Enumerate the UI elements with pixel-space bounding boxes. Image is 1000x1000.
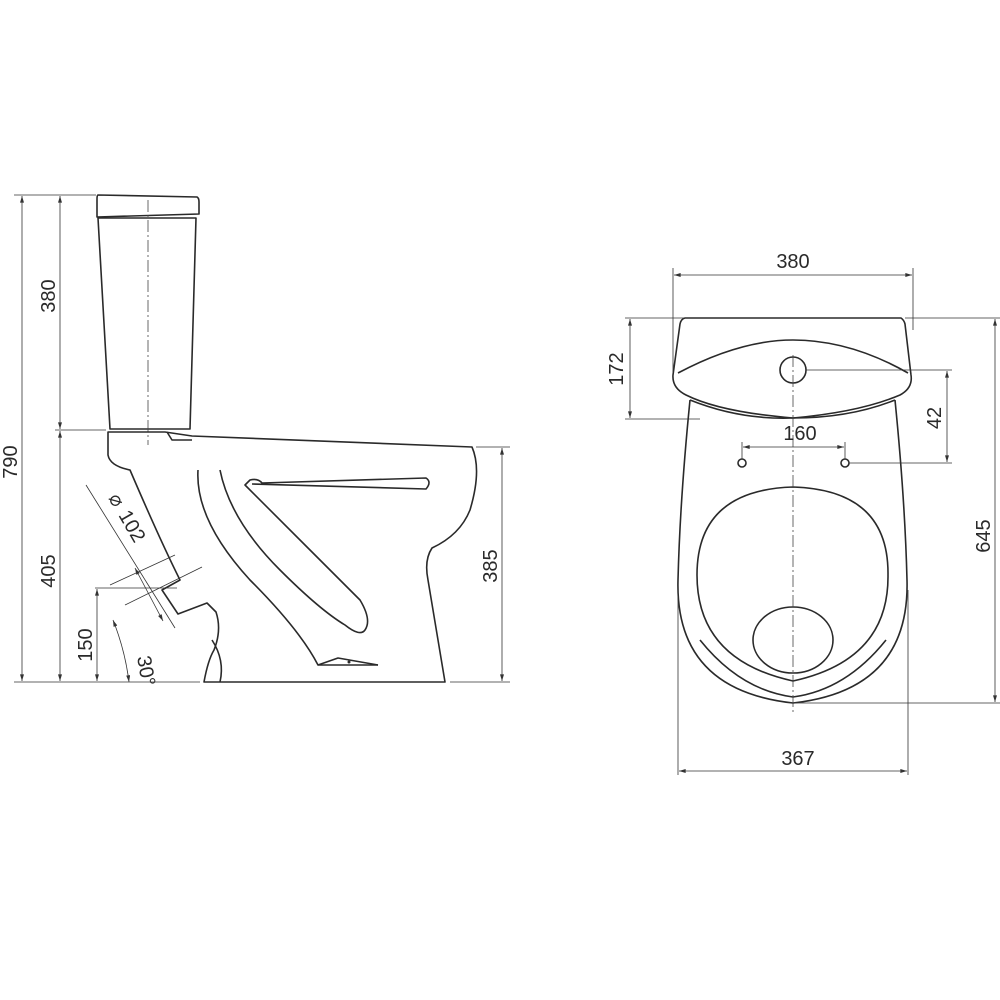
svg-text:367: 367 [781,748,814,770]
side-view: ⌀ 102 30° 790 380 405 150 385 [0,194,510,688]
svg-text:160: 160 [783,423,816,445]
outlet-diameter-symbol: ⌀ [104,490,129,511]
outlet-dimension: ⌀ 102 30° [85,484,203,688]
dim-380-tank: 380 [38,196,62,429]
bowl-side [107,431,478,683]
svg-text:405: 405 [38,554,60,587]
svg-text:385: 385 [480,549,502,582]
dim-150: 150 [75,589,99,681]
outlet-diameter-label: 102 [114,507,150,547]
svg-text:380: 380 [776,251,809,273]
svg-text:172: 172 [606,352,628,385]
tank-side [96,194,200,445]
dim-160: 160 [743,423,844,449]
seat-hole-left [737,458,747,468]
dim-380-width: 380 [674,251,912,277]
svg-text:380: 380 [38,279,60,312]
dim-42: 42 [924,371,949,462]
dim-405: 405 [38,431,62,681]
tank-top [672,317,913,419]
seat-hole-right [840,458,850,468]
dim-367: 367 [679,748,907,773]
top-view: 380 172 42 160 645 367 [606,251,1000,775]
dim-385: 385 [480,448,504,681]
dim-172: 172 [606,319,632,418]
bowl-top [677,355,908,715]
svg-text:42: 42 [924,407,946,429]
outlet-angle-label: 30° [132,654,159,688]
dim-645: 645 [973,319,997,702]
dim-790: 790 [0,196,24,681]
svg-text:790: 790 [0,445,22,478]
svg-text:645: 645 [973,519,995,552]
svg-text:150: 150 [75,628,97,661]
